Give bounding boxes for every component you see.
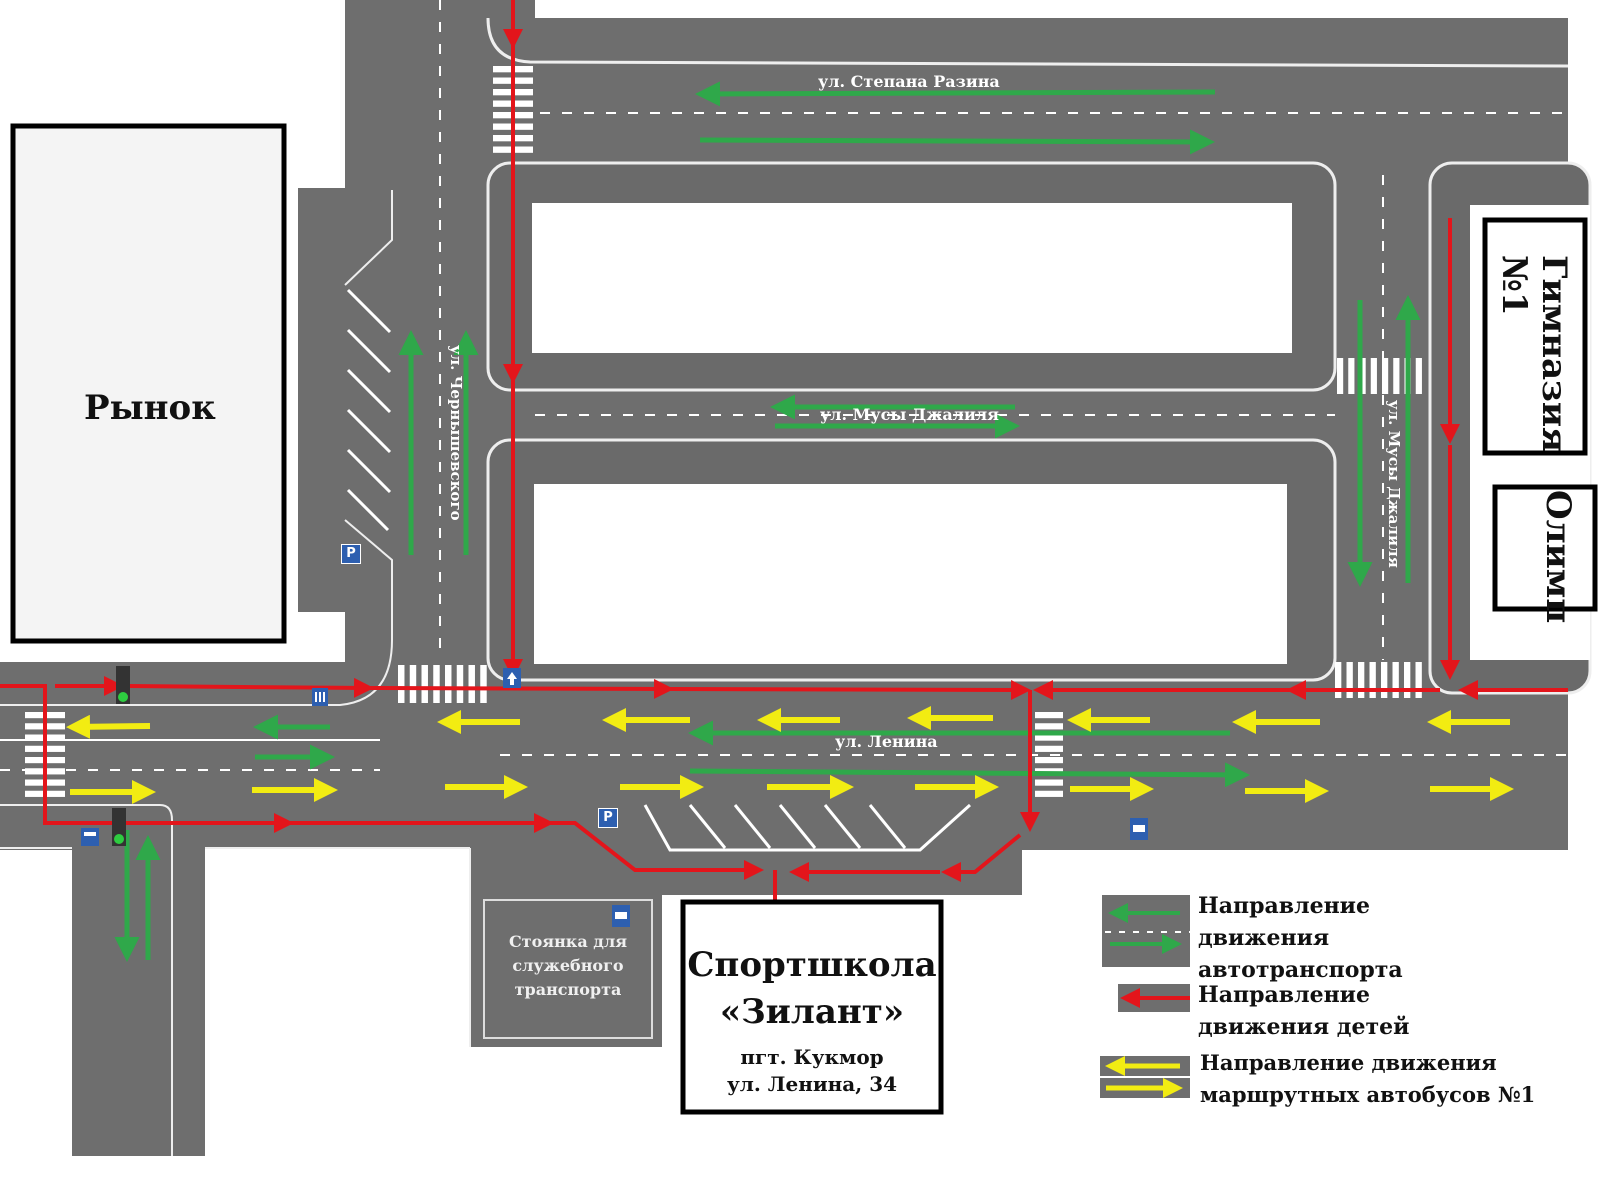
one-way-sign-icon — [503, 668, 521, 688]
legend-vehicles: Направление движения автотранспорта — [1198, 893, 1403, 983]
bus-stop-icon — [1130, 818, 1148, 840]
street-label-musy-dzhalilya: ул. Мусы Джалиля — [820, 405, 999, 424]
crosswalk-stripe — [1382, 358, 1389, 394]
parking-sign-icon: P — [341, 544, 361, 564]
legend-children: Направление движения детей — [1198, 982, 1410, 1040]
crosswalk-stripe — [1035, 712, 1063, 719]
sports-school-building — [680, 899, 944, 1115]
market-label: Рынок — [84, 388, 216, 428]
crosswalk-stripe — [1035, 779, 1063, 786]
crosswalk-stripe — [480, 665, 487, 703]
sports-school-name: Спортшкола — [687, 945, 937, 985]
crosswalk-stripe — [1035, 790, 1063, 797]
traffic-light-icon — [116, 666, 130, 704]
legend-buses: Направление движения маршрутных автобусо… — [1200, 1050, 1536, 1107]
parking-hatch — [346, 288, 972, 852]
crosswalk-stripe — [1035, 734, 1063, 741]
gymnasium-building — [1482, 217, 1588, 456]
crosswalk-stripe — [1035, 757, 1063, 764]
crosswalk-stripe — [1335, 662, 1342, 698]
sports-school-address-1: пгт. Кукмор — [740, 1045, 884, 1069]
tram-stop-icon — [81, 828, 99, 846]
crosswalk-stripe — [1415, 358, 1422, 394]
street-label-musy-dzhalilya-vertical: ул. Мусы Джалиля — [1385, 400, 1403, 568]
traffic-light-icon — [112, 808, 126, 846]
crosswalk-stripe — [433, 665, 440, 703]
parking-lot-label: Стоянка для служебного транспорта — [508, 932, 628, 999]
crosswalk-stripe — [1348, 358, 1355, 394]
bus-arrows — [66, 706, 1514, 804]
bus-stop-icon — [612, 905, 630, 927]
crosswalk-stripe — [1415, 662, 1422, 698]
crosswalk-stripe — [456, 665, 464, 703]
gymnasium-label: Гимназия №1 — [1494, 255, 1574, 453]
pedestrian-sign-icon — [312, 688, 328, 706]
crosswalk-stripe — [1370, 358, 1377, 394]
crosswalk-stripe — [1346, 662, 1353, 698]
sports-school-address-2: ул. Ленина, 34 — [726, 1072, 898, 1096]
street-label-stepana-razina: ул. Степана Разина — [818, 72, 1000, 91]
crosswalk-stripe — [1404, 662, 1411, 698]
lane-markings — [0, 0, 1568, 771]
crosswalk-stripe — [445, 665, 452, 703]
crosswalk-stripe — [1035, 745, 1063, 752]
street-label-chernyshevskogo: ул. Чернышевского — [447, 345, 465, 521]
parking-sign-icon: P — [598, 808, 618, 828]
olymp-label: Олимп — [1538, 490, 1578, 624]
sports-school-name-2: «Зилант» — [719, 992, 905, 1032]
street-label-lenina: ул. Ленина — [835, 732, 938, 751]
crosswalk-stripe — [1035, 723, 1063, 730]
crosswalk-stripe — [421, 665, 428, 703]
crosswalk-stripe — [1381, 662, 1388, 698]
vehicle-arrows — [114, 81, 1421, 962]
crosswalk-stripe — [1337, 358, 1344, 394]
crosswalk-stripe — [1369, 662, 1376, 698]
crosswalk-stripe — [1358, 662, 1365, 698]
olymp-building — [1492, 484, 1598, 612]
legend-swatches — [1100, 895, 1190, 1098]
crosswalk-stripe — [1393, 358, 1400, 394]
crosswalk-stripe — [1392, 662, 1399, 698]
crosswalk-stripe — [468, 665, 475, 703]
crosswalk-stripe — [398, 665, 405, 703]
crosswalk-stripe — [1359, 358, 1366, 394]
market-building — [10, 123, 287, 644]
crosswalk-stripe — [409, 665, 417, 703]
